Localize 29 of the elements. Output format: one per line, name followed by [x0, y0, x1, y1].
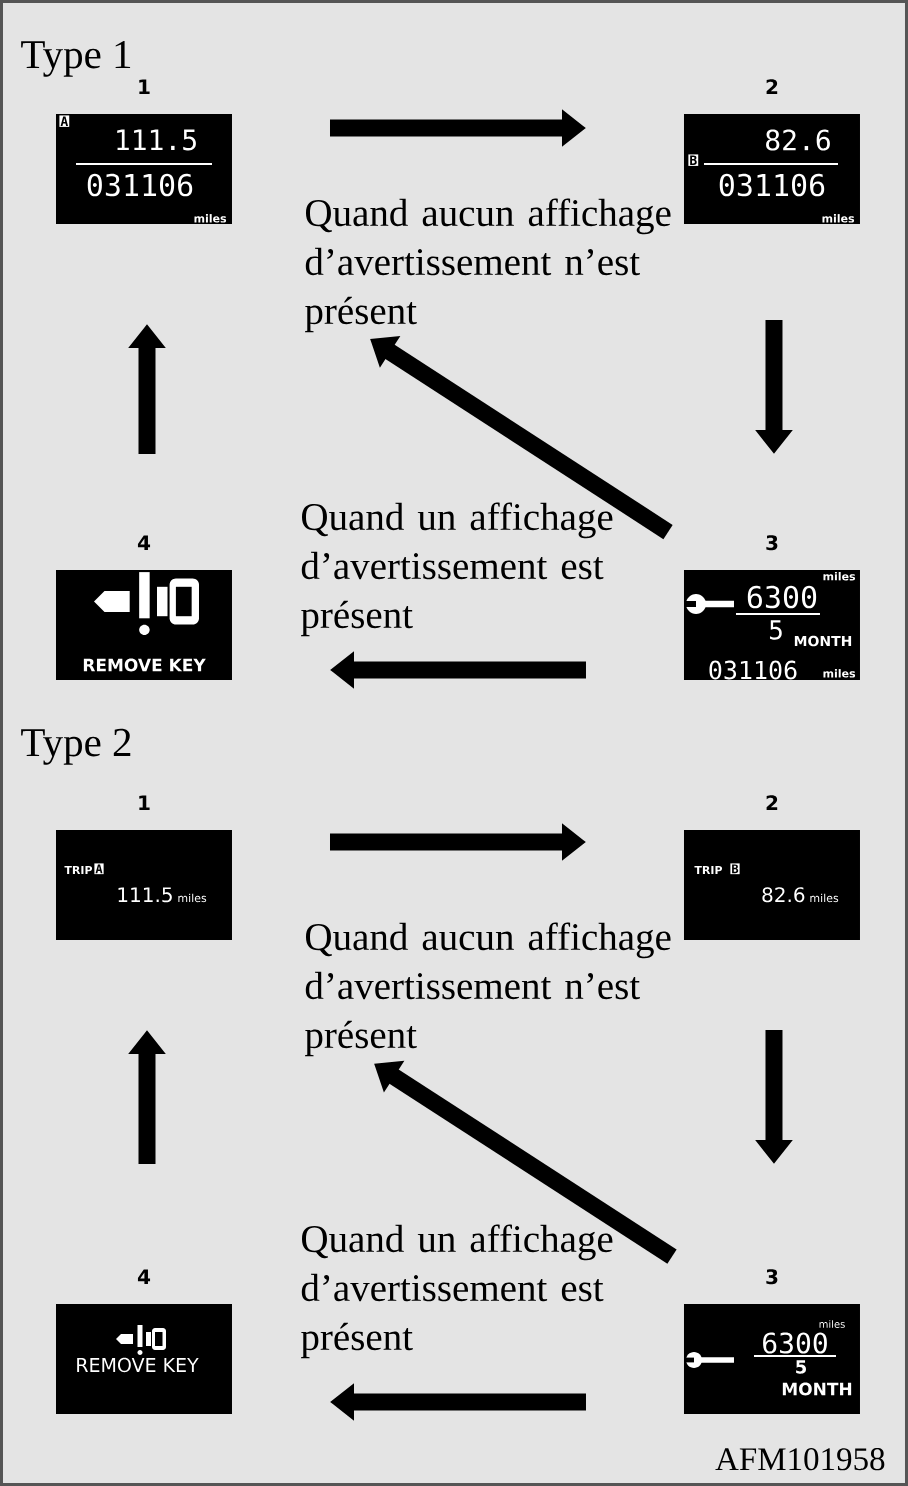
service-distance: 6300 — [763, 1332, 827, 1354]
service-months: 5 — [770, 620, 782, 640]
step-number: 3 — [766, 1269, 778, 1285]
section-heading: Type 2 — [21, 728, 131, 765]
warning-message: REMOVE KEY — [77, 1357, 199, 1373]
condition-label: Quand un affichage d’avertissement est présent — [301, 1224, 613, 1359]
odometer-reading: 031106 — [87, 173, 193, 197]
section-heading: Type 1 — [21, 40, 131, 77]
service-months: 5 — [796, 1360, 806, 1374]
trip-distance: 82.6 — [766, 129, 830, 151]
trip-distance: 111.5 — [118, 887, 172, 903]
warning-message: REMOVE KEY — [83, 658, 206, 672]
figure-code: AFM101958 — [715, 1448, 885, 1471]
step-number: 1 — [139, 795, 150, 810]
step-number: 4 — [137, 1269, 151, 1284]
step-number: 4 — [137, 535, 151, 550]
step-number: 1 — [139, 79, 150, 94]
trip-distance: 82.6 — [762, 887, 805, 903]
condition-label: Quand aucun affichage d’avertissement n’est présent — [305, 198, 671, 333]
condition-label: Quand un affichage d’avertissement est présent — [301, 502, 613, 637]
trip-distance: 111.5 — [117, 129, 196, 151]
step-number: 3 — [766, 535, 778, 551]
odometer-reading: 031106 — [719, 173, 825, 197]
step-number: 2 — [766, 795, 778, 810]
condition-label: Quand aucun affichage d’avertissement n’est présent — [305, 922, 671, 1057]
odometer-reading: 031106 — [709, 660, 797, 680]
service-distance: 6300 — [747, 585, 817, 609]
step-number: 2 — [766, 79, 778, 94]
unit-label: MONTH — [782, 1382, 852, 1396]
